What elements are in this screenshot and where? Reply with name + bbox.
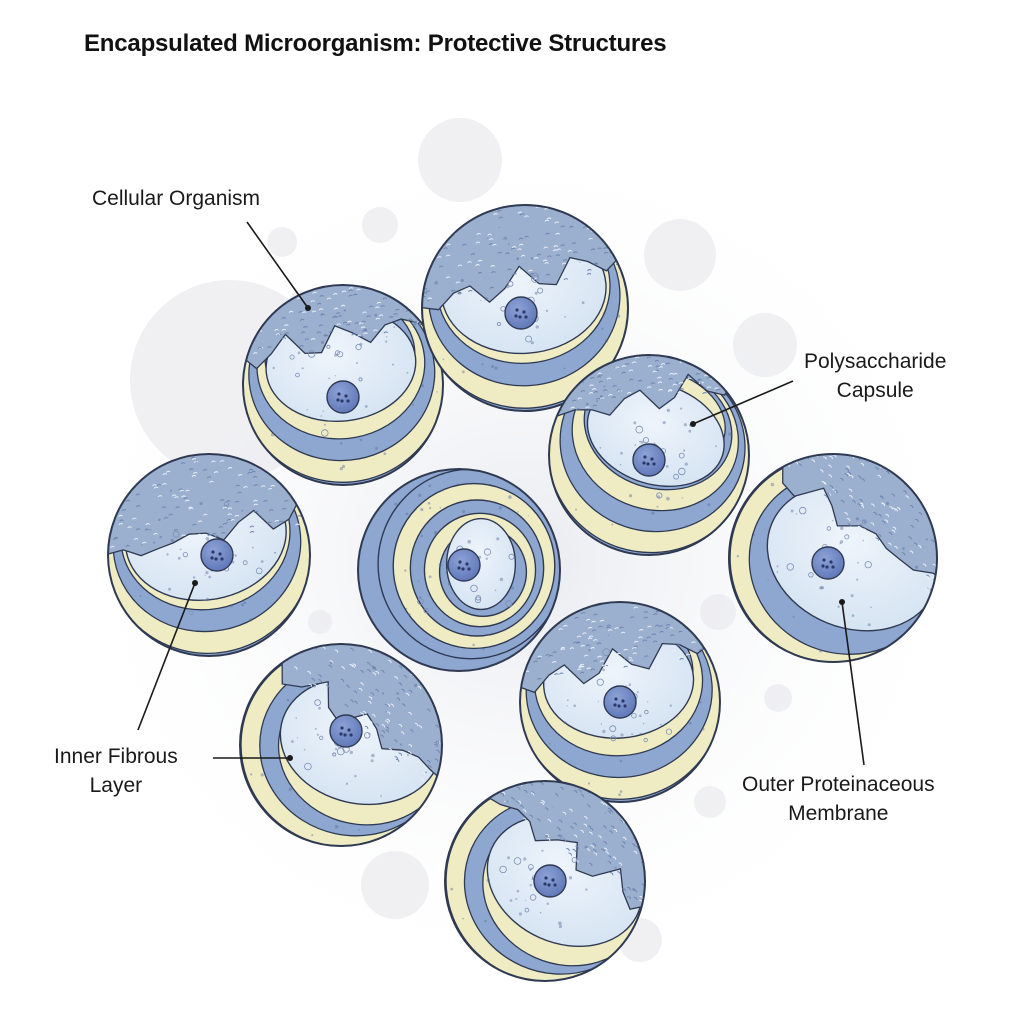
cell-nucleus: [603, 685, 637, 719]
cell: [728, 453, 938, 663]
background-bubble: [361, 851, 429, 919]
cell-nucleus: [811, 546, 845, 580]
cell: [444, 780, 646, 982]
background-bubble: [764, 684, 792, 712]
label-inner-fibrous-layer: Inner Fibrous Layer: [54, 742, 178, 800]
leader-outer-proteinaceous-membrane-dot: [839, 599, 845, 605]
cell-outline: [519, 601, 721, 803]
cell-outline: [242, 284, 444, 486]
cell-outline: [728, 453, 938, 663]
cell-nucleus: [533, 864, 567, 898]
label-polysaccharide-capsule-line1: Polysaccharide: [804, 350, 947, 373]
label-polysaccharide-capsule-line2: Capsule: [836, 379, 914, 402]
cell-nucleus: [326, 380, 360, 414]
label-outer-proteinaceous-membrane-line1: Outer Proteinaceous: [742, 773, 935, 796]
cell-outline: [444, 780, 646, 982]
leader-inner-fibrous-layer: [137, 582, 196, 731]
cell-outline: [357, 468, 561, 672]
background-bubble: [362, 207, 398, 243]
cell: [242, 284, 444, 486]
cell: [107, 453, 311, 657]
leader-inner-fibrous-layer-2-dot: [287, 755, 293, 761]
cell: [548, 354, 750, 556]
label-inner-fibrous-layer-line2: Layer: [89, 774, 143, 797]
leader-polysaccharide-capsule-dot: [690, 421, 696, 427]
cell-interior: [445, 517, 517, 611]
leader-outer-proteinaceous-membrane: [841, 601, 865, 766]
cell: [239, 643, 443, 847]
leader-polysaccharide-capsule: [692, 380, 794, 425]
label-inner-fibrous-layer-line1: Inner Fibrous: [54, 745, 178, 768]
label-polysaccharide-capsule: Polysaccharide Capsule: [804, 347, 946, 405]
background-bubble: [644, 219, 716, 291]
leader-inner-fibrous-layer-dot: [192, 580, 198, 586]
cell-nucleus: [632, 443, 666, 477]
cell: [357, 468, 561, 672]
polysaccharide-capsule: [782, 454, 937, 619]
background-bubble: [733, 313, 797, 377]
leader-cellular-organism-dot: [305, 305, 311, 311]
label-cellular-organism: Cellular Organism: [92, 184, 260, 213]
background-bubble: [308, 610, 332, 634]
label-cellular-organism-text: Cellular Organism: [92, 187, 261, 210]
cell-nucleus: [504, 296, 538, 330]
cell-nucleus: [200, 538, 234, 572]
background-bubble: [267, 227, 297, 257]
cell-outline: [239, 643, 443, 847]
cell-outline: [548, 354, 750, 556]
background-bubble: [700, 594, 736, 630]
label-outer-proteinaceous-membrane: Outer Proteinaceous Membrane: [742, 770, 935, 828]
background-bubble: [418, 118, 502, 202]
background-bubble: [694, 786, 726, 818]
cell-outline: [107, 453, 311, 657]
leader-cellular-organism: [246, 221, 309, 309]
diagram-title: Encapsulated Microorganism: Protective S…: [84, 30, 667, 57]
cell-nucleus: [329, 714, 363, 748]
cell-outline: [421, 204, 629, 412]
cell-nucleus: [447, 548, 481, 582]
label-outer-proteinaceous-membrane-line2: Membrane: [788, 802, 889, 825]
polysaccharide-capsule: [484, 781, 645, 940]
